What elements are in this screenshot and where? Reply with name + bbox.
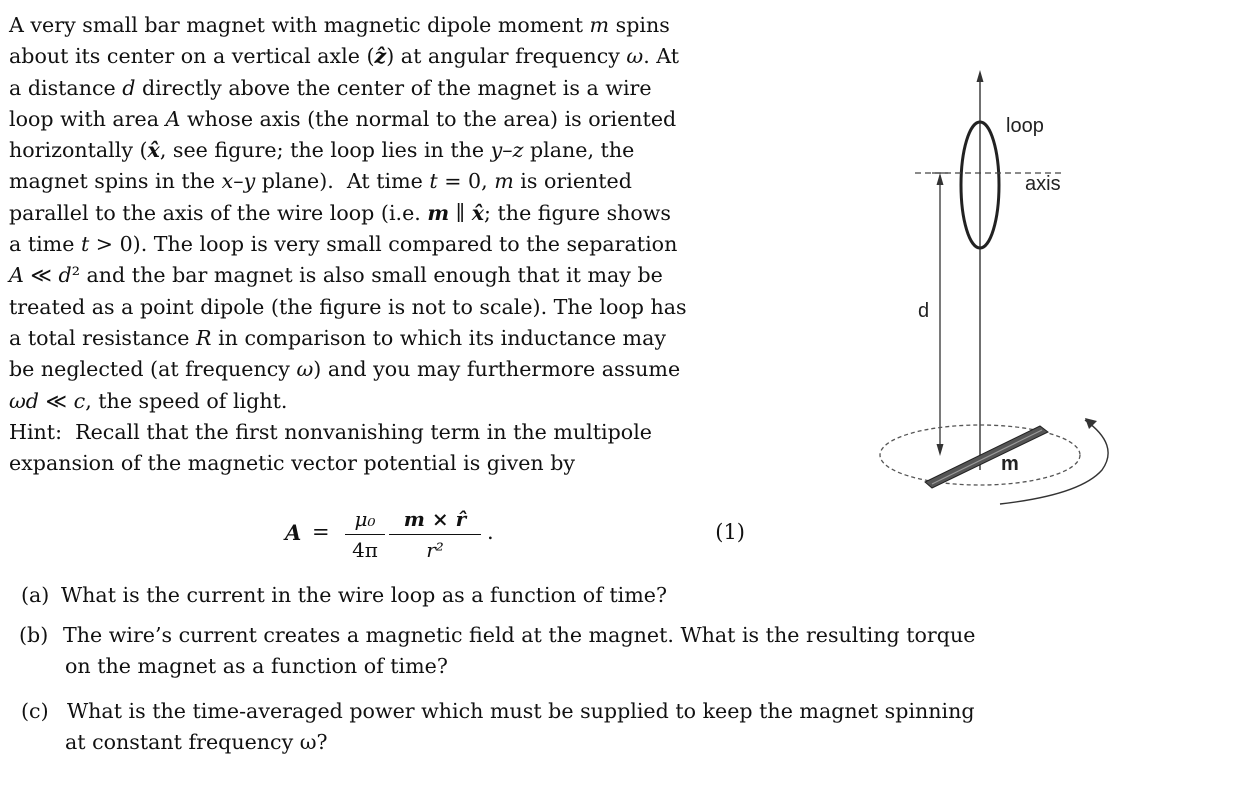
problem-line: ωd ≪ c, the speed of light. (9, 388, 288, 413)
magnet-loop-figure: loop axis d m (870, 60, 1130, 520)
problem-line: loop with area A whose axis (the normal … (9, 106, 677, 131)
fraction-denominator: r² (426, 538, 444, 562)
question-label: (c) (21, 699, 49, 723)
problem-line: horizontally (x̂, see figure; the loop l… (9, 138, 635, 163)
fraction-bar (389, 534, 481, 535)
question-text: What is the current in the wire loop as … (61, 583, 667, 607)
equation-period: . (487, 520, 494, 544)
fraction-numerator: m × r̂ (403, 507, 467, 531)
constant-fraction: μ₀ 4π (345, 505, 385, 563)
question-b: (b) The wire’s current creates a magnetic… (19, 620, 975, 683)
problem-line: magnet spins in the x–y plane). At time … (9, 169, 632, 194)
question-c: (c) What is the time-averaged power which… (21, 696, 975, 759)
figure-drawing (879, 70, 1109, 505)
fraction-numerator: μ₀ (354, 507, 376, 531)
problem-line: parallel to the axis of the wire loop (i… (9, 200, 671, 225)
fraction-bar (345, 534, 385, 535)
problem-line: a total resistance R in comparison to wh… (9, 325, 666, 350)
bar-magnet-highlight (931, 429, 1043, 485)
problem-line: about its center on a vertical axle (ẑ) … (9, 44, 680, 69)
d-arrow-bottom (936, 444, 944, 456)
distance-label: d (918, 300, 930, 322)
equation-lhs: A (285, 520, 302, 545)
question-a: (a) What is the current in the wire loop … (21, 580, 667, 611)
loop-label: loop (1006, 115, 1044, 137)
fraction-denominator: 4π (352, 538, 378, 562)
problem-line: a time t > 0). The loop is very small co… (9, 232, 678, 257)
question-text: at constant frequency ω? (65, 730, 328, 755)
equation-number: (1) (715, 520, 745, 544)
vector-potential-equation: A = μ₀ 4π m × r̂ r² . (1) (285, 505, 745, 565)
problem-line: treated as a point dipole (the figure is… (9, 294, 687, 319)
question-label: (b) (19, 623, 49, 647)
wire-loop (959, 120, 1001, 250)
problem-line: A ≪ d² and the bar magnet is also small … (9, 263, 663, 288)
hint-line: Hint: Recall that the first nonvanishing… (9, 419, 652, 444)
question-text: The wire’s current creates a magnetic fi… (63, 623, 976, 647)
problem-statement: A very small bar magnet with magnetic di… (9, 10, 746, 479)
d-arrow-top (936, 173, 944, 185)
hint-line: expansion of the magnetic vector potenti… (9, 451, 576, 476)
problem-line: be neglected (at frequency ω) and you ma… (9, 357, 681, 382)
question-text: on the magnet as a function of time? (65, 654, 448, 679)
equals-sign: = (312, 520, 330, 544)
problem-line: a distance d directly above the center o… (9, 75, 652, 100)
cross-product-fraction: m × r̂ r² (389, 505, 481, 563)
rotation-path (879, 424, 1081, 486)
magnet-label: m (1001, 453, 1019, 475)
axle-arrow-head (976, 70, 984, 82)
axis-label: axis (1025, 173, 1061, 195)
question-label: (a) (21, 583, 50, 607)
rotation-arrow (999, 419, 1109, 505)
question-text: What is the time-averaged power which mu… (67, 699, 975, 723)
problem-line: A very small bar magnet with magnetic di… (9, 13, 670, 37)
rotation-arrow-head (1085, 418, 1097, 429)
